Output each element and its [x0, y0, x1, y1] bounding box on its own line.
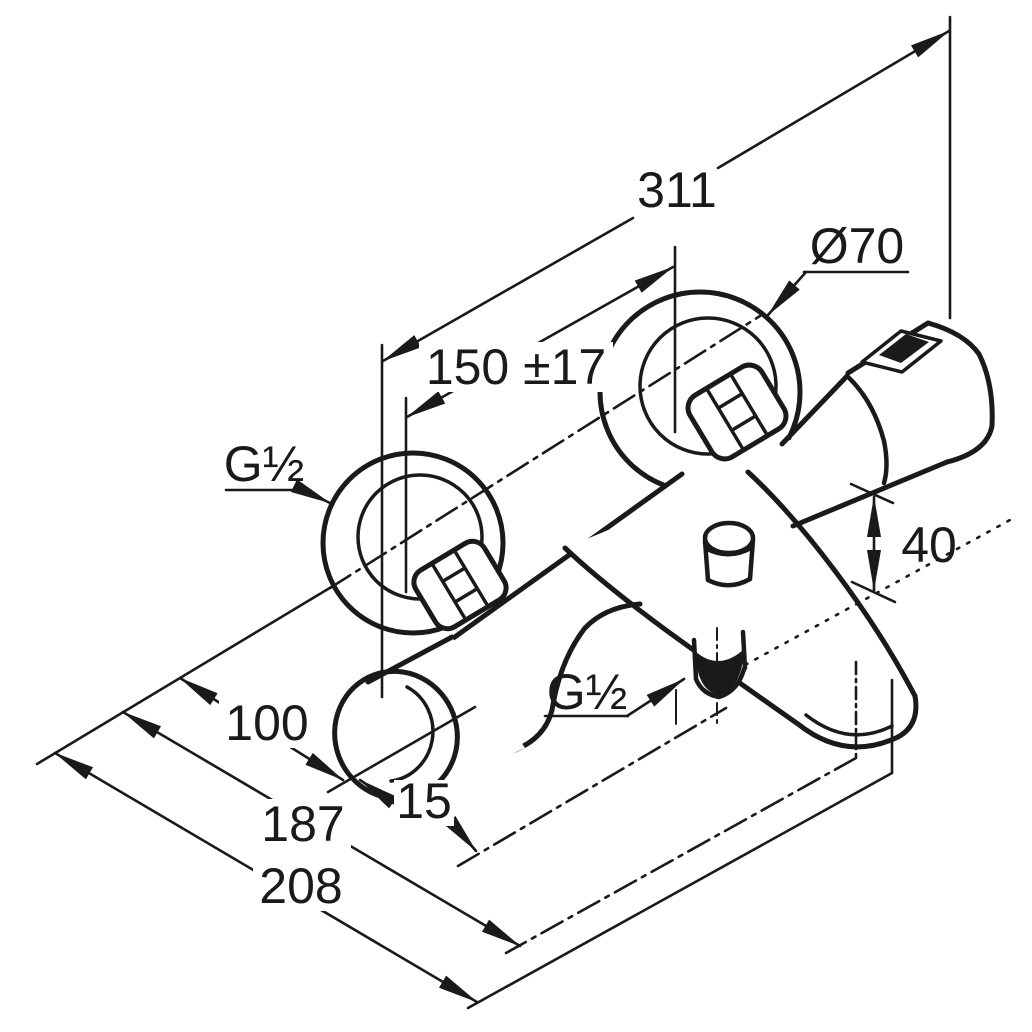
handle-lever-inner	[879, 334, 929, 363]
tub-spout	[562, 469, 919, 750]
dim-15-label: 15	[396, 773, 452, 829]
dim-flange-diameter-label: Ø70	[810, 218, 905, 274]
diverter-knob	[702, 520, 756, 591]
leader-g-half-bottom	[625, 677, 686, 718]
aerator-inner	[804, 713, 894, 737]
aerator-outer	[795, 721, 901, 750]
thread-hose-connection-label: G½	[547, 664, 628, 720]
dim-spout-drop-label: 40	[901, 517, 957, 573]
body-top-edge-right	[779, 370, 853, 447]
ext-208-diagonal	[466, 771, 894, 1010]
dimension-labels: 311 Ø70 150 ±17 G½ 40 100 G½ 15 187 208	[219, 162, 957, 914]
dim-connection-spacing-label: 150 ±17	[426, 339, 606, 395]
thread-wall-connection-label: G½	[224, 436, 305, 492]
hose-nipple	[691, 629, 748, 700]
ext-187-diagonal	[504, 756, 858, 955]
leader-g-half-top	[290, 479, 332, 505]
leader-diameter-70	[766, 270, 808, 317]
center-lines	[328, 245, 762, 594]
tick-40-top	[849, 482, 895, 505]
body-top-edge	[449, 471, 685, 642]
hidden-rim-line	[723, 518, 1012, 678]
mounting-nut-top	[685, 362, 789, 462]
mounting-nut-bottom	[411, 538, 509, 632]
faucet-fixture	[320, 245, 995, 802]
dim-line-311-right	[716, 29, 951, 170]
right-handle-seam	[844, 373, 889, 486]
baseline	[35, 584, 335, 766]
dim-overall-width-label: 311	[637, 162, 717, 218]
dim-208-label: 208	[259, 858, 342, 914]
dim-100-label: 100	[225, 695, 308, 751]
dim-line-15-left	[358, 778, 400, 809]
dim-187-label: 187	[261, 796, 344, 852]
tick-40-bottom	[850, 580, 897, 604]
